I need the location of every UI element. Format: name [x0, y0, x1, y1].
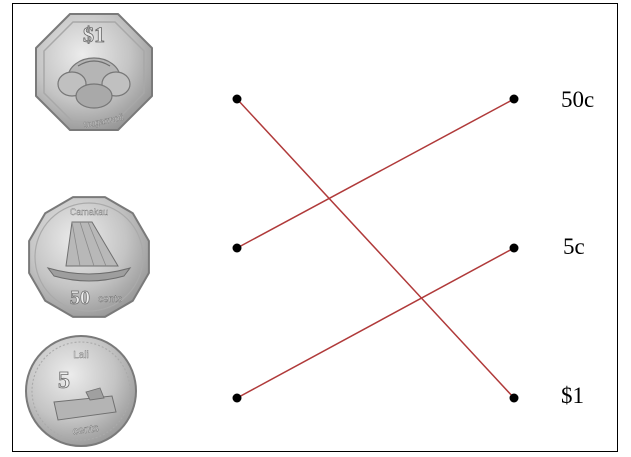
left-dot-3[interactable]	[233, 394, 242, 403]
label-50c: 50c	[561, 87, 594, 113]
match-line-1	[237, 99, 514, 398]
one-dollar-coin: $1 Sugarmoli	[36, 14, 152, 130]
right-dot-2[interactable]	[510, 244, 519, 253]
five-cent-coin: Lali 5 cents	[26, 336, 136, 446]
right-dot-3[interactable]	[510, 394, 519, 403]
coin-top-text: Lali	[73, 350, 89, 361]
right-dot-1[interactable]	[510, 95, 519, 104]
coin-denomination-text: $1	[83, 22, 105, 47]
left-dot-1[interactable]	[233, 95, 242, 104]
fifty-cent-coin: Camakau 50 cents	[29, 197, 149, 317]
match-lines	[237, 99, 514, 398]
label-5c: 5c	[563, 234, 585, 260]
coin-top-text: Camakau	[70, 207, 109, 217]
coin-denomination-number: 5	[58, 368, 70, 394]
left-dot-2[interactable]	[233, 244, 242, 253]
label-1-dollar: $1	[561, 383, 584, 409]
match-line-2	[237, 99, 514, 248]
coin-denomination-number: 50	[70, 287, 90, 309]
coin-denomination-word: cents	[98, 294, 122, 305]
match-line-3	[237, 248, 514, 398]
